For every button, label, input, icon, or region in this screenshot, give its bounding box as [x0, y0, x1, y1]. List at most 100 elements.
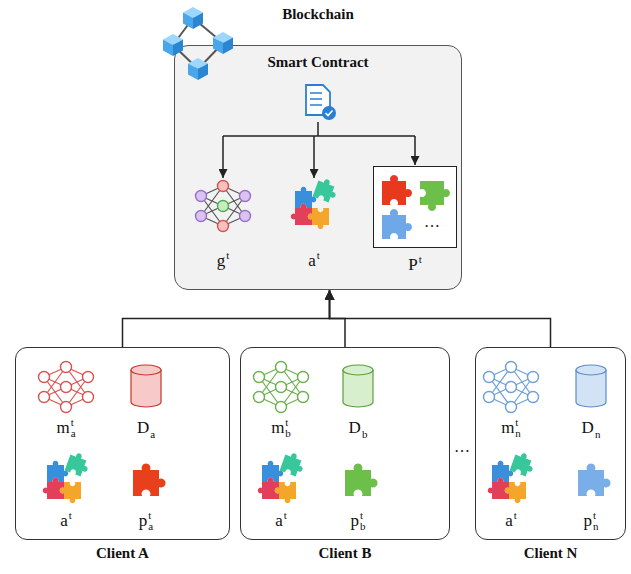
- upload-connector: [330, 290, 551, 347]
- subscript: n: [595, 428, 601, 440]
- puzzle-piece: [345, 464, 378, 497]
- dataset-top: [576, 365, 606, 375]
- dataset-top: [343, 365, 373, 375]
- symbol-letter: p: [584, 511, 593, 531]
- network-neuron: [254, 372, 265, 383]
- symbol-letter: m: [271, 418, 284, 438]
- icon-graphic: [34, 360, 98, 414]
- puzzle-piece: [505, 482, 526, 503]
- dataset-icon: Da: [114, 358, 178, 442]
- puzzle-piece: [313, 177, 340, 204]
- network-neuron: [196, 211, 207, 222]
- superscript: t: [284, 509, 287, 521]
- edge-group: [123, 290, 551, 347]
- math-label: Da: [114, 416, 178, 440]
- network-neuron: [218, 201, 229, 212]
- box-heading: Smart Contract: [175, 54, 461, 71]
- private-piece-icon: pbt: [326, 451, 390, 535]
- adapter-icon: at: [249, 451, 313, 535]
- network-neuron: [83, 392, 94, 403]
- index-stack: nt: [593, 510, 599, 532]
- icon-graphic: [479, 453, 543, 507]
- dataset-top: [131, 365, 161, 375]
- puzzle-piece: [382, 209, 412, 239]
- symbol-letter: a: [60, 511, 68, 531]
- puzzle-piece: [133, 464, 166, 497]
- network-neuron: [61, 362, 72, 373]
- puzzle-piece: [420, 181, 450, 211]
- network-neuron: [240, 191, 251, 202]
- block-cube: [213, 32, 233, 54]
- local-model-icon: mbt: [249, 358, 313, 442]
- icon-graphic: [559, 360, 623, 414]
- superscript: t: [419, 253, 422, 265]
- symbol-letter: D: [137, 418, 149, 438]
- puzzle-piece: [275, 482, 296, 503]
- private-piece-icon: pat: [114, 451, 178, 535]
- local-model-icon: mat: [34, 358, 98, 442]
- superscript: t: [593, 510, 599, 521]
- index-stack: at: [148, 510, 153, 532]
- puzzle-piece: [578, 464, 611, 497]
- superscript: t: [317, 249, 320, 261]
- private-pieces-box: Pt…: [373, 166, 457, 248]
- icon-graphic: [479, 360, 543, 414]
- network-neuron: [298, 372, 309, 383]
- client-box: matDaatpatClient A: [15, 347, 230, 540]
- dataset-icon: Db: [326, 358, 390, 442]
- network-neuron: [528, 392, 539, 403]
- network-neuron: [39, 372, 50, 383]
- client-name: Client A: [16, 545, 229, 562]
- superscript: t: [285, 417, 291, 428]
- block-cube: [188, 58, 208, 80]
- global-model-icon: gt: [191, 169, 255, 275]
- network-neuron: [506, 362, 517, 373]
- symbol-letter: p: [139, 511, 148, 531]
- adapter-icon: at: [479, 451, 543, 535]
- math-label: at: [282, 249, 346, 273]
- math-label: Dn: [559, 416, 623, 440]
- subscript: n: [593, 521, 599, 532]
- network-neuron: [276, 402, 287, 413]
- index-stack: nt: [515, 417, 521, 439]
- math-label: pnt: [559, 509, 623, 533]
- network-neuron: [276, 362, 287, 373]
- math-label: pbt: [326, 509, 390, 533]
- network-neuron: [83, 372, 94, 383]
- client-name: Client N: [476, 545, 625, 562]
- network-neuron: [254, 392, 265, 403]
- symbol-letter: m: [501, 418, 514, 438]
- adapter-icon: at: [34, 451, 98, 535]
- client-box: mbtDbatpbtClient B: [240, 347, 450, 540]
- symbol-letter: D: [582, 418, 594, 438]
- puzzle-piece: [308, 208, 329, 229]
- icon-graphic: [191, 179, 255, 233]
- smart-contract-box: gt at Pt… Smart Contract: [174, 45, 462, 290]
- math-label: Db: [326, 416, 390, 440]
- icon-graphic: [114, 360, 178, 414]
- index-stack: at: [71, 417, 76, 439]
- block-cube: [163, 34, 183, 56]
- puzzle-piece: [382, 175, 412, 205]
- network-neuron: [196, 191, 207, 202]
- superscript: t: [69, 509, 72, 521]
- local-model-icon: mnt: [479, 358, 543, 442]
- network-neuron: [484, 392, 495, 403]
- network-neuron: [506, 402, 517, 413]
- network-neuron: [61, 382, 72, 393]
- client-box: mntDnatpntClient N: [475, 347, 626, 540]
- superscript: t: [148, 510, 153, 521]
- superscript: t: [71, 417, 76, 428]
- puzzle-piece: [65, 451, 92, 478]
- subscript: a: [71, 428, 76, 439]
- diagram-title: Blockchain: [218, 6, 418, 23]
- icon-graphic: [249, 360, 313, 414]
- icon-graphic: [34, 453, 98, 507]
- subscript: a: [148, 521, 153, 532]
- symbol-letter: a: [505, 511, 513, 531]
- symbol-letter: a: [275, 511, 283, 531]
- math-label: at: [479, 509, 543, 533]
- superscript: t: [360, 510, 366, 521]
- network-neuron: [298, 392, 309, 403]
